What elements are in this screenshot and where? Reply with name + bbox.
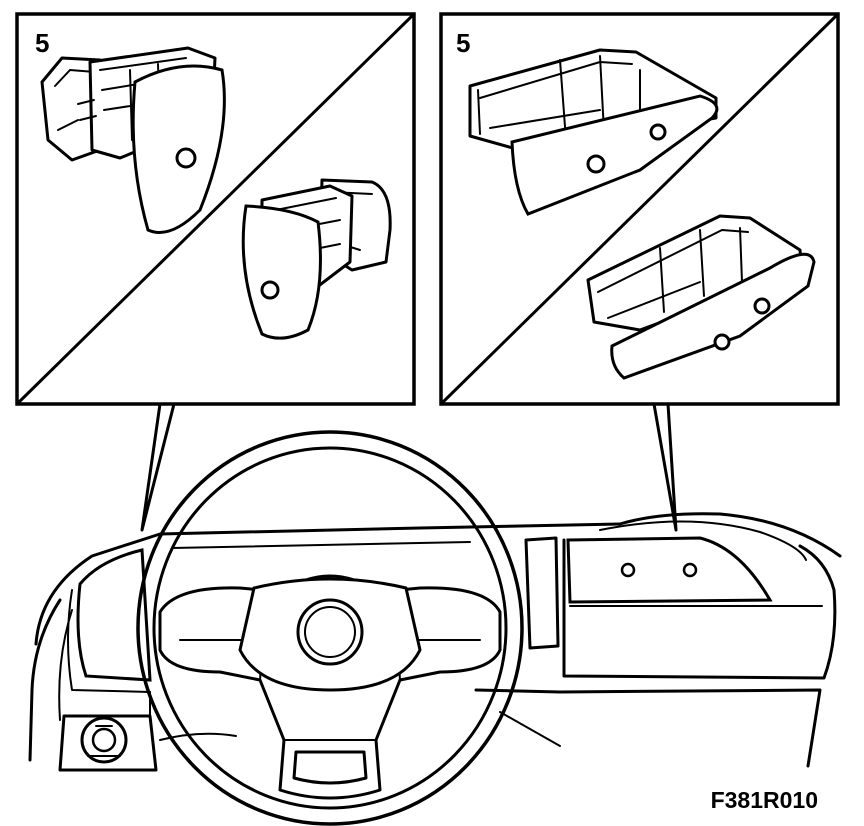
passenger-dash-panel: [562, 538, 837, 680]
right-callout-number: 5: [456, 28, 470, 58]
passenger-vent-knob-right: [682, 562, 698, 578]
left-vent-installed-view: [241, 178, 392, 340]
passenger-vent-removed-view: [468, 48, 719, 216]
steering-wheel-outer-rim: [136, 430, 524, 826]
figure-code: F381R010: [711, 787, 818, 813]
left-callout-pointer: [140, 402, 176, 532]
driver-side-vent-grille: [76, 548, 152, 682]
center-console-panel: [524, 536, 560, 650]
left-door-edge: [28, 598, 62, 762]
lower-dash-left: [149, 691, 237, 741]
right-callout-panel: 5: [439, 12, 840, 406]
passenger-vent-installed-view: [586, 214, 816, 380]
headlight-switch: [58, 714, 158, 772]
lower-dash-right: [474, 688, 822, 768]
dashboard-cowl-line: [599, 520, 807, 561]
dashboard-top-edge: [34, 512, 842, 646]
horn-emblem-ring: [304, 606, 356, 658]
passenger-side-vent-grille: [566, 536, 773, 604]
steering-lower-pad: [292, 750, 368, 785]
left-side-trim: [58, 609, 73, 721]
passenger-vent-knob-left: [620, 562, 636, 578]
lower-dash-crease: [499, 711, 561, 747]
right-panel-diagonal: [439, 12, 840, 406]
binnacle-line: [171, 541, 471, 549]
right-callout-pointer: [652, 402, 678, 532]
left-callout-number: 5: [35, 28, 49, 58]
steering-wheel-inner-rim: [152, 446, 508, 810]
steering-wheel: [136, 430, 524, 826]
left-vent-removed-view: [40, 46, 226, 234]
driver-vent-bezel: [67, 589, 151, 693]
callout-pointers: [140, 402, 678, 532]
dashboard: [28, 430, 842, 826]
left-panel-diagonal: [15, 12, 416, 406]
left-callout-panel: 5: [15, 12, 416, 406]
horn-emblem: [296, 598, 364, 666]
